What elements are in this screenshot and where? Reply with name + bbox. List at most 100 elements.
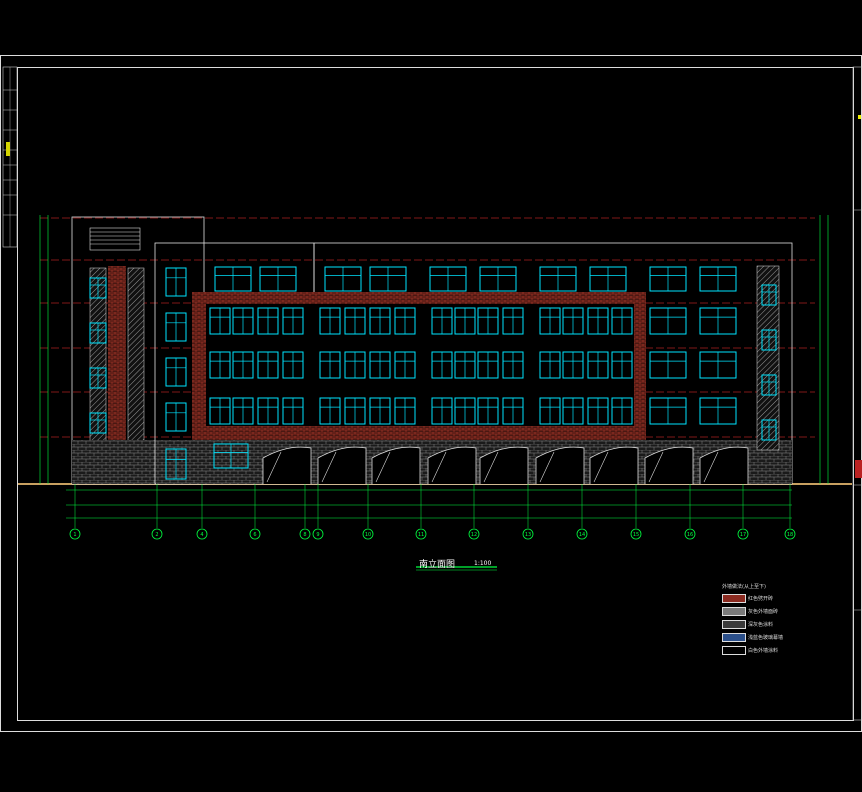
arch-opening <box>262 446 312 484</box>
axis-bubble <box>630 528 642 540</box>
arch-opening <box>427 446 477 484</box>
window <box>502 351 524 379</box>
axis-bubble <box>196 528 208 540</box>
legend-swatch <box>722 594 746 603</box>
legend-label: 灰色外墙面砖 <box>748 609 779 615</box>
axis-label: 17 <box>740 532 746 538</box>
legend-label: 白色外墙涂料 <box>748 648 779 654</box>
window <box>649 266 687 292</box>
window <box>431 307 453 335</box>
legend-item: 灰色外墙面砖 <box>722 607 812 617</box>
vertical-dimensions <box>39 215 829 484</box>
axis-bubble <box>151 528 163 540</box>
axis-label: 6 <box>253 532 256 538</box>
window <box>562 351 584 379</box>
window <box>232 351 254 379</box>
window <box>259 266 297 292</box>
window <box>454 351 476 379</box>
window <box>649 307 687 335</box>
axis-label: 8 <box>303 532 306 538</box>
window <box>539 351 561 379</box>
axis-label: 9 <box>316 532 319 538</box>
window <box>479 266 517 292</box>
window <box>257 351 279 379</box>
window <box>562 307 584 335</box>
window <box>394 351 416 379</box>
legend-label: 红色劈开砖 <box>748 596 774 602</box>
window <box>431 397 453 425</box>
window <box>431 351 453 379</box>
axis-bubble <box>362 528 374 540</box>
window <box>89 277 107 299</box>
window <box>394 307 416 335</box>
arch-opening <box>699 446 749 484</box>
window <box>213 443 249 469</box>
window <box>477 397 499 425</box>
window <box>369 307 391 335</box>
window <box>214 266 252 292</box>
legend-swatch <box>722 620 746 629</box>
window <box>587 307 609 335</box>
window <box>89 367 107 389</box>
window <box>429 266 467 292</box>
window <box>539 397 561 425</box>
arch-opening <box>371 446 421 484</box>
axis-label: 16 <box>687 532 693 538</box>
axis-label: 2 <box>155 532 158 538</box>
window <box>257 307 279 335</box>
axis-bubble <box>522 528 534 540</box>
axis-label: 11 <box>418 532 424 538</box>
legend-label: 浅蓝色玻璃幕墙 <box>748 635 784 641</box>
window <box>699 397 737 425</box>
ground-floor-arches <box>262 446 749 484</box>
window <box>165 312 187 342</box>
window <box>699 266 737 292</box>
legend-swatch <box>722 646 746 655</box>
window <box>369 397 391 425</box>
window <box>477 307 499 335</box>
window <box>209 307 231 335</box>
window <box>232 307 254 335</box>
window <box>562 397 584 425</box>
axis-bubble <box>299 528 311 540</box>
window <box>761 329 777 351</box>
window <box>589 266 627 292</box>
window <box>454 397 476 425</box>
window <box>369 266 407 292</box>
window <box>611 307 633 335</box>
axis-label: 18 <box>787 532 793 538</box>
axis-bubble <box>249 528 261 540</box>
window <box>761 284 777 306</box>
window <box>89 322 107 344</box>
legend-swatch <box>722 633 746 642</box>
dimension-chain <box>66 489 792 519</box>
axis-label: 15 <box>633 532 639 538</box>
arch-opening <box>317 446 367 484</box>
window <box>502 307 524 335</box>
left-stair-block <box>71 216 205 485</box>
axis-bubble <box>69 528 81 540</box>
window <box>165 357 187 387</box>
axis-bubble <box>576 528 588 540</box>
legend-swatch <box>722 607 746 616</box>
window <box>282 351 304 379</box>
window <box>89 412 107 434</box>
arch-opening <box>644 446 694 484</box>
window <box>699 307 737 335</box>
legend-title: 外墙做法(从上至下) <box>722 584 766 590</box>
drawing-title: 南立面图 <box>419 560 456 570</box>
axis-bubble <box>784 528 796 540</box>
arch-opening <box>535 446 585 484</box>
axis-label: 12 <box>471 532 477 538</box>
axis-label: 13 <box>525 532 531 538</box>
axis-bubble <box>684 528 696 540</box>
legend-item: 红色劈开砖 <box>722 594 812 604</box>
window <box>319 307 341 335</box>
axis-bubble <box>312 528 324 540</box>
window <box>761 419 777 441</box>
window <box>611 351 633 379</box>
window <box>611 397 633 425</box>
window <box>369 351 391 379</box>
